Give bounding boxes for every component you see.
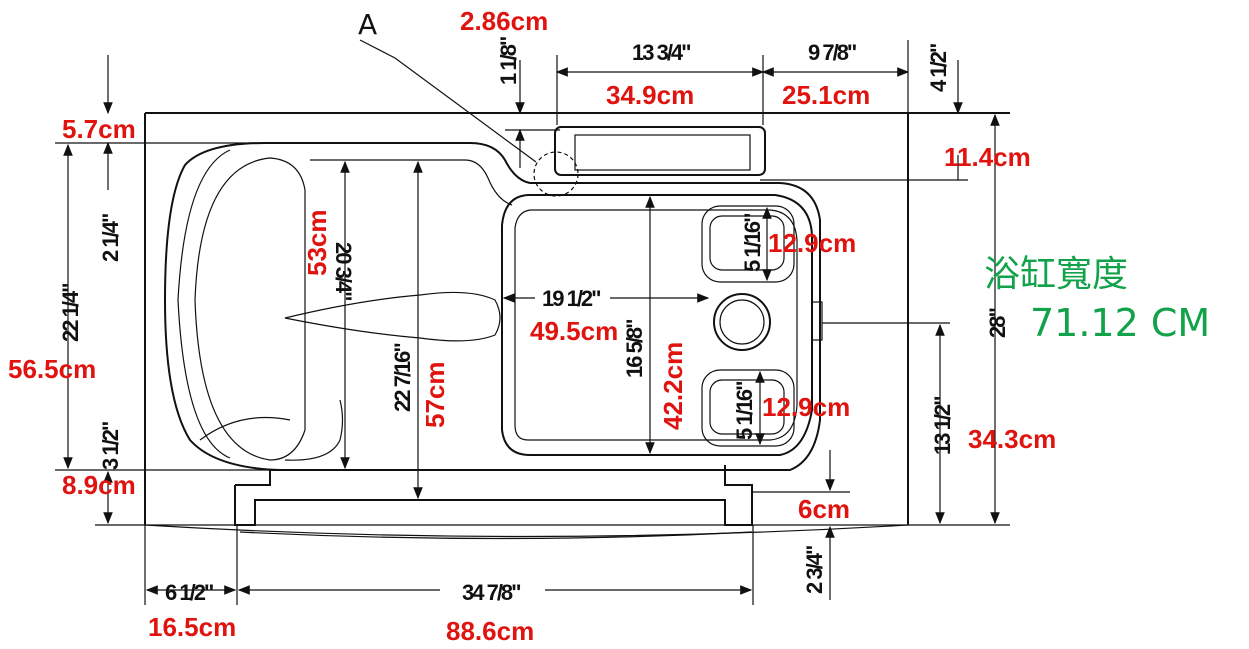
dim-cm-49-5: 49.5cm xyxy=(530,316,618,346)
dim-inch-inner-b: 22 7/16" xyxy=(390,344,415,412)
dim-inch-inner-d: 16 5/8" xyxy=(622,320,647,378)
dim-inch-top-b: 13 3/4" xyxy=(632,40,690,65)
dim-inch-top-c: 9 7/8" xyxy=(808,40,856,65)
marker-a: A xyxy=(358,8,377,41)
dim-cm-57: 57cm xyxy=(420,362,450,429)
dim-inch-top-a: 1 1/8" xyxy=(496,37,521,85)
dim-inch-top-d: 4 1/2" xyxy=(926,44,951,92)
dim-inch-bottom-c: 2 3/4" xyxy=(802,546,827,594)
dim-inch-inner-c: 19 1/2" xyxy=(542,286,600,311)
dim-inch-seat-a: 5 1/16" xyxy=(740,214,765,272)
dim-inch-left-a: 2 1/4" xyxy=(98,214,123,262)
dim-inch-right-b: 13 1/2" xyxy=(930,397,955,455)
dim-inch-left-c: 3 1/2" xyxy=(98,422,123,470)
dim-cm-56-5: 56.5cm xyxy=(8,354,96,384)
dim-inch-seat-b: 5 1/16" xyxy=(732,382,757,440)
dim-cm-2-86: 2.86cm xyxy=(460,6,548,36)
dim-inch-left-b: 22 1/4" xyxy=(58,284,83,342)
dim-cm-42-2: 42.2cm xyxy=(658,342,688,430)
inch-labels: 1 1/8" 13 3/4" 9 7/8" 4 1/2" 2 1/4" 22 1… xyxy=(58,37,1010,605)
dim-cm-25-1: 25.1cm xyxy=(782,80,870,110)
dim-cm-12-9-a: 12.9cm xyxy=(768,228,856,258)
leader-line-a xyxy=(359,39,537,163)
dimension-lines xyxy=(55,40,1000,605)
dim-cm-11-4: 11.4cm xyxy=(944,142,1031,172)
width-value: 71.12 CM xyxy=(1030,301,1210,345)
dim-cm-34-3: 34.3cm xyxy=(968,424,1056,454)
dim-cm-16-5: 16.5cm xyxy=(148,612,236,642)
width-title: 浴缸寬度 xyxy=(984,254,1128,295)
dim-cm-53: 53cm xyxy=(302,210,332,277)
dim-cm-8-9: 8.9cm xyxy=(62,470,136,500)
dim-cm-5-7: 5.7cm xyxy=(62,114,136,144)
dim-inch-inner-a: 20 3/4" xyxy=(331,242,356,300)
dim-cm-34-9: 34.9cm xyxy=(606,80,694,110)
cm-labels: 2.86cm 34.9cm 25.1cm 5.7cm 11.4cm 53cm 1… xyxy=(8,6,1056,646)
dim-inch-bottom-b: 34 7/8" xyxy=(462,580,520,605)
dim-cm-6: 6cm xyxy=(798,494,850,524)
dim-cm-88-6: 88.6cm xyxy=(446,616,534,646)
dim-inch-bottom-a: 6 1/2" xyxy=(165,580,213,605)
tub-body xyxy=(163,126,823,540)
dim-inch-right-a: 28" xyxy=(985,309,1010,338)
dim-cm-12-9-b: 12.9cm xyxy=(762,392,850,422)
